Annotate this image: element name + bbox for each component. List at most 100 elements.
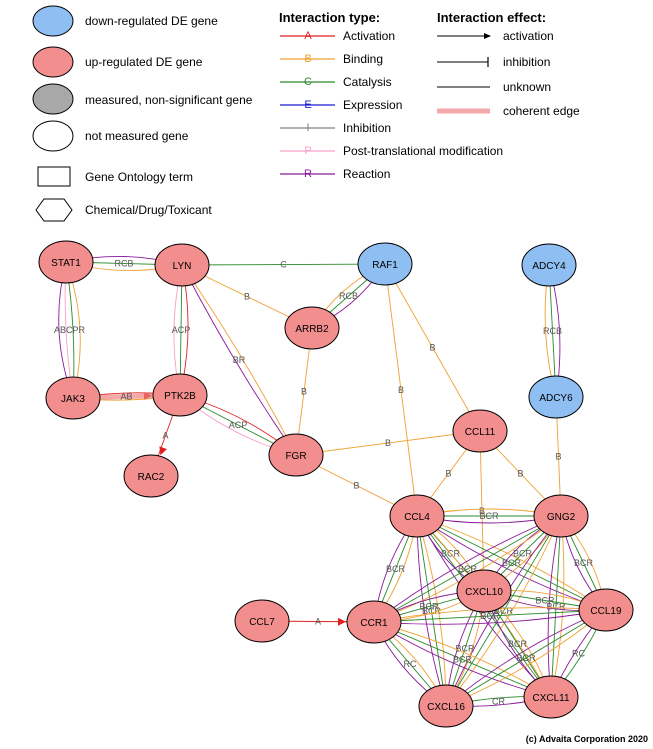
- node-adcy6[interactable]: ADCY6: [528, 375, 584, 419]
- legend-chemical-label: Chemical/Drug/Toxicant: [85, 203, 212, 217]
- gene-node-shape: [152, 373, 208, 417]
- edge-label: B: [445, 469, 451, 479]
- edge-line-r: [416, 515, 447, 707]
- legend-type-code: I: [306, 122, 309, 134]
- node-cxcl11[interactable]: CXCL11: [523, 675, 579, 719]
- edge-arrowhead-icon: [143, 391, 153, 400]
- edge-line-b: [416, 515, 447, 707]
- activation-arrowhead-icon: [484, 33, 491, 39]
- edge-label: A: [315, 617, 321, 627]
- edge-raf1-ccl4[interactable]: B: [384, 263, 418, 517]
- edge-label: BCR: [480, 611, 500, 621]
- legend-type-code: R: [304, 168, 312, 180]
- node-gng2[interactable]: GNG2: [533, 494, 589, 538]
- node-ccr1[interactable]: CCR1: [346, 600, 402, 644]
- gene-node-label: STAT1: [51, 258, 81, 269]
- node-ccl4[interactable]: CCL4: [389, 494, 445, 538]
- edge-lyn-raf1[interactable]: C: [181, 260, 386, 270]
- edge-lyn-fgr[interactable]: BR: [181, 264, 297, 456]
- edge-fgr-ccl11[interactable]: B: [295, 430, 481, 456]
- edge-label: BCR: [455, 644, 475, 654]
- node-ccl11[interactable]: CCL11: [452, 409, 508, 453]
- gene-node-label: GNG2: [547, 512, 576, 523]
- edge-label: RCB: [339, 291, 358, 301]
- node-jak3[interactable]: JAK3: [45, 376, 101, 420]
- edge-label: BCR: [386, 564, 406, 574]
- edge-line-c: [445, 515, 562, 707]
- legend-go-term-label: Gene Ontology term: [85, 170, 193, 184]
- legend-type-code: C: [304, 76, 312, 88]
- node-cxcl10[interactable]: CXCL10: [456, 569, 512, 613]
- gene-node-label: CXCL11: [532, 693, 569, 704]
- edge-label: AB: [120, 392, 132, 402]
- gene-node-shape: [418, 684, 474, 728]
- edge-line-c: [373, 515, 562, 623]
- legend-not-measured-label: not measured gene: [85, 129, 189, 143]
- gene-node-shape: [346, 600, 402, 644]
- edge-label: BR: [233, 355, 246, 365]
- legend-coherent-label: coherent edge: [503, 104, 580, 118]
- up-regulated-swatch-icon: [32, 46, 74, 78]
- node-ccl7[interactable]: CCL7: [234, 599, 290, 643]
- legend: down-regulated DE gene up-regulated DE g…: [32, 5, 580, 222]
- edge-label: BCR: [479, 511, 499, 521]
- go-term-swatch-icon: [37, 166, 71, 187]
- node-rac2[interactable]: RAC2: [123, 454, 179, 498]
- legend-type-label: Post-translational modification: [343, 144, 503, 158]
- node-stat1[interactable]: STAT1: [38, 240, 94, 284]
- down-regulated-swatch-icon: [32, 5, 74, 37]
- edge-line-r: [547, 515, 562, 698]
- edge-label: B: [301, 387, 307, 397]
- legend-type-code: P: [304, 145, 311, 157]
- legend-type-code: A: [304, 30, 312, 42]
- gene-node-label: RAC2: [138, 472, 165, 483]
- gene-node-shape: [528, 375, 584, 419]
- edge-label: CR: [492, 697, 505, 707]
- gene-node-label: LYN: [173, 261, 192, 272]
- gene-node-label: FGR: [285, 451, 306, 462]
- legend-type-label: Reaction: [343, 167, 390, 181]
- gene-node-shape: [234, 599, 290, 643]
- edge-gng2-cxcl11[interactable]: BCR: [546, 515, 566, 698]
- edge-ccl4-cxcl16[interactable]: BCR: [416, 515, 447, 707]
- node-fgr[interactable]: FGR: [268, 433, 324, 477]
- edge-line-c: [373, 609, 607, 623]
- gene-node-label: ADCY4: [532, 261, 566, 272]
- node-arrb2[interactable]: ARRB2: [284, 306, 340, 350]
- gene-node-shape: [123, 454, 179, 498]
- edge-line-b: [550, 515, 565, 698]
- edge-label: BCR: [508, 639, 528, 649]
- legend-unknown-label: unknown: [503, 80, 551, 94]
- interaction-type-title: Interaction type:: [279, 10, 380, 25]
- node-ccl19[interactable]: CCL19: [578, 588, 634, 632]
- edge-line-c: [550, 515, 562, 698]
- gene-node-shape: [154, 243, 210, 287]
- edge-label: C: [280, 260, 287, 270]
- edge-raf1-ccl11[interactable]: B: [384, 263, 481, 432]
- gene-node-shape: [268, 433, 324, 477]
- legend-down-label: down-regulated DE gene: [85, 14, 218, 28]
- gene-node-shape: [45, 376, 101, 420]
- edge-label: BCR: [458, 564, 478, 574]
- node-ptk2b[interactable]: PTK2B: [152, 373, 208, 417]
- edge-label: BCR: [453, 655, 473, 665]
- gene-node-shape: [284, 306, 340, 350]
- edge-label: BCR: [419, 602, 439, 612]
- gene-node-shape: [38, 240, 94, 284]
- legend-activation-label: activation: [503, 29, 554, 43]
- edge-arrowhead-icon: [159, 446, 167, 456]
- node-lyn[interactable]: LYN: [154, 243, 210, 287]
- edge-label: B: [479, 506, 485, 516]
- edge-label: B: [353, 481, 359, 491]
- node-adcy4[interactable]: ADCY4: [521, 243, 577, 287]
- edge-label: B: [555, 452, 561, 462]
- node-raf1[interactable]: RAF1: [357, 242, 413, 286]
- edge-label: BCR: [535, 596, 555, 606]
- edge-line-c: [416, 515, 447, 707]
- gene-node-label: CXCL10: [465, 587, 503, 598]
- node-cxcl16[interactable]: CXCL16: [418, 684, 474, 728]
- gene-node-label: ADCY6: [539, 393, 573, 404]
- edge-label: RCB: [543, 326, 562, 336]
